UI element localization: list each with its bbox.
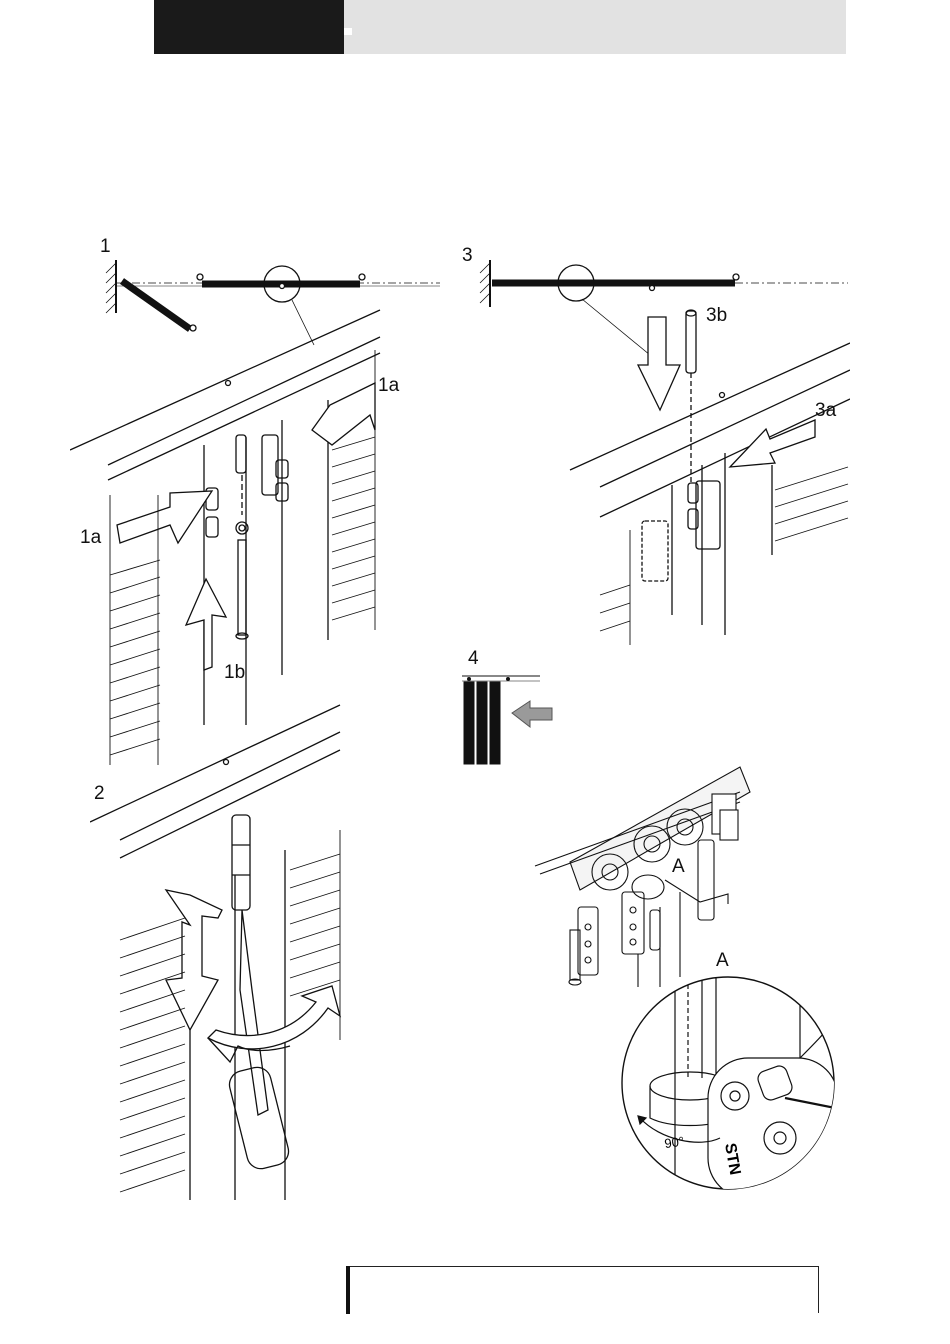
detail-a-drawing: 90° STN	[620, 968, 840, 1198]
header-dark-block	[154, 0, 344, 54]
figure-2-drawing	[90, 690, 360, 1210]
figure-4-drawing	[460, 668, 560, 768]
header-tick-gap	[344, 28, 352, 35]
figure-3-drawing	[470, 255, 850, 655]
footer-frame	[346, 1266, 819, 1313]
page-header	[154, 0, 846, 54]
carriage-assembly-drawing	[530, 762, 770, 992]
footer-bar	[346, 1266, 350, 1314]
header-light-block	[344, 0, 846, 54]
angle-label: 90°	[663, 1133, 685, 1151]
